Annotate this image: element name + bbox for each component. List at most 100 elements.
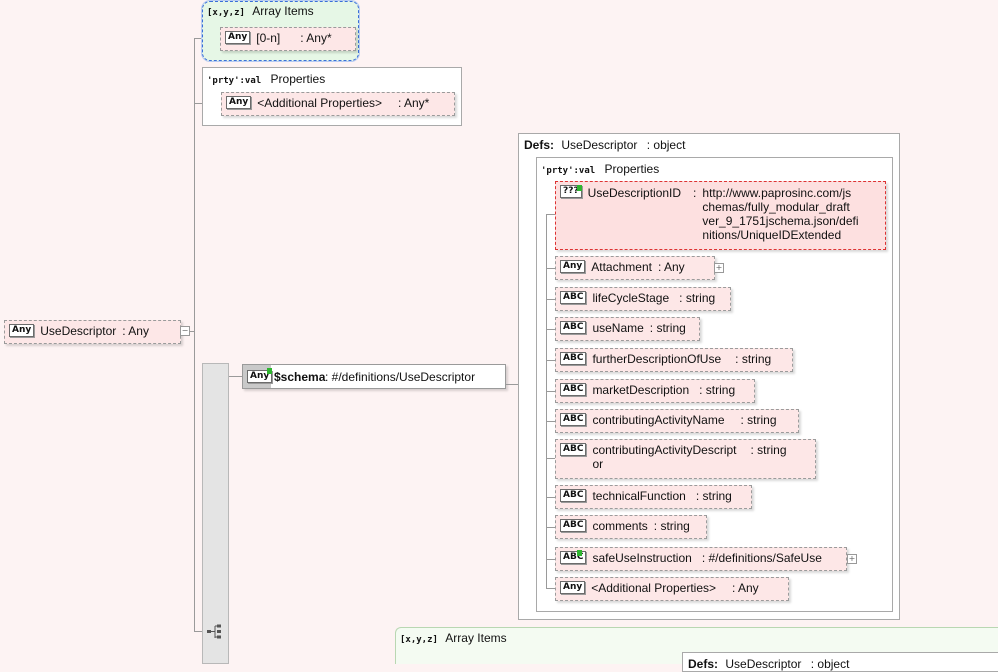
property-type: : string (653, 519, 690, 533)
property-technicalfunction[interactable]: ABC technicalFunction : string (555, 485, 752, 509)
tree-structure-icon[interactable] (207, 624, 223, 640)
property-name: contributingActivityDescript or (592, 443, 737, 471)
property-contributingactivitydescriptor[interactable]: ABC contributingActivityDescript or : st… (555, 439, 816, 479)
sequence-bar (202, 363, 229, 664)
property-type: : #/definitions/SafeUse (701, 551, 822, 565)
properties-title: Properties (604, 162, 660, 176)
properties-top: 'prty':val Properties Any <Additional Pr… (202, 67, 462, 126)
property-type: : string (679, 291, 716, 305)
property-type: : Any (732, 581, 759, 595)
string-type-icon: ABC (560, 519, 587, 532)
connector (186, 331, 195, 332)
array-icon: [x,y,z] (400, 635, 438, 645)
property-name: marketDescription (592, 383, 690, 397)
property-comments[interactable]: ABC comments : string (555, 515, 707, 539)
defs-name: UseDescriptor (561, 138, 638, 152)
expand-icon[interactable]: + (847, 554, 857, 564)
schema-name: $schema (274, 370, 326, 384)
additional-properties-node[interactable]: Any <Additional Properties> : Any* (221, 92, 455, 116)
properties-icon: 'prty':val (207, 76, 262, 86)
array-items-bottom[interactable]: [x,y,z] Array Items Defs: UseDescriptor … (395, 627, 998, 672)
connector (506, 384, 518, 385)
property-marketdescription[interactable]: ABC marketDescription : string (555, 379, 755, 403)
connector (546, 329, 555, 330)
any-type-icon: Any (247, 370, 273, 383)
reference-marker-icon (577, 550, 582, 556)
string-type-icon: ABC (560, 443, 587, 456)
connector (546, 360, 555, 361)
property-safeuseinstruction[interactable]: ABC safeUseInstruction : #/definitions/S… (555, 547, 847, 571)
additional-properties-type: : Any* (398, 96, 430, 110)
property-attachment[interactable]: Any Attachment : Any (555, 256, 715, 280)
string-type-icon: ABC (560, 489, 587, 502)
property-additional-properties[interactable]: Any <Additional Properties> : Any (555, 577, 789, 601)
string-type-icon: ABC (560, 321, 587, 334)
property-name: furtherDescriptionOfUse (592, 352, 722, 366)
property-name: Attachment (591, 260, 652, 274)
root-name: UseDescriptor (40, 324, 117, 338)
connector (546, 391, 555, 392)
connector (194, 631, 202, 632)
reference-marker-icon (577, 185, 582, 191)
array-items-top[interactable]: [x,y,z] Array Items Any [0-n] : Any* (202, 1, 359, 61)
property-name: UseDescriptionID (587, 186, 682, 200)
connector (546, 421, 555, 422)
root-node[interactable]: Any UseDescriptor : Any (4, 320, 181, 344)
connector (229, 376, 243, 377)
string-type-icon: ABC (560, 413, 587, 426)
array-items-title: Array Items (252, 4, 314, 18)
string-type-icon: ABC (560, 551, 587, 564)
unknown-type-icon: ??? (560, 185, 582, 198)
property-contributingactivityname[interactable]: ABC contributingActivityName : string (555, 409, 799, 433)
property-type: : string (750, 443, 787, 457)
string-type-icon: ABC (560, 383, 587, 396)
connector (546, 458, 555, 459)
property-type: : string (740, 413, 777, 427)
defs-type: : object (810, 657, 850, 671)
property-name: <Additional Properties> (591, 581, 716, 595)
connector (546, 299, 555, 300)
string-type-icon: ABC (560, 352, 587, 365)
property-type-value: http://www.paprosinc.com/js chemas/fully… (702, 186, 859, 242)
additional-properties-name: <Additional Properties> (257, 96, 382, 110)
collapse-icon[interactable]: − (180, 326, 190, 336)
string-type-icon: ABC (560, 291, 587, 304)
connector (546, 214, 555, 215)
schema-type: : #/definitions/UseDescriptor (325, 370, 476, 384)
expand-icon[interactable]: + (714, 263, 724, 273)
property-lifecyclestage[interactable]: ABC lifeCycleStage : string (555, 287, 731, 311)
property-usename[interactable]: ABC useName : string (555, 317, 700, 341)
property-name: useName (592, 321, 644, 335)
properties-title: Properties (270, 72, 326, 86)
defs-name: UseDescriptor (725, 657, 802, 671)
array-icon: [x,y,z] (207, 8, 245, 18)
defs-label: Defs: (524, 138, 555, 152)
trunk-connector (194, 38, 195, 632)
connector (546, 559, 555, 560)
property-name: technicalFunction (592, 489, 686, 503)
any-type-icon: Any (560, 260, 586, 273)
connector (546, 497, 555, 498)
property-type: : string (695, 489, 732, 503)
defs-type: : object (646, 138, 686, 152)
connector (546, 268, 555, 269)
property-usedescriptionid[interactable]: ??? UseDescriptionID : http://www.papros… (555, 181, 886, 250)
property-name: contributingActivityName (592, 413, 725, 427)
property-type: : string (735, 352, 772, 366)
schema-node[interactable]: Any $schema : #/definitions/UseDescripto… (242, 364, 506, 389)
connector (546, 588, 555, 589)
property-furtherdescriptionofuse[interactable]: ABC furtherDescriptionOfUse : string (555, 348, 793, 372)
array-item-name: [0-n] (256, 31, 281, 45)
reference-marker-icon (267, 368, 272, 374)
property-type-prefix: : (693, 186, 697, 200)
property-type: : Any (657, 260, 685, 274)
array-item-type: : Any* (300, 31, 332, 45)
property-name: comments (592, 519, 648, 533)
any-type-icon: Any (560, 581, 586, 594)
defs-label: Defs: (688, 657, 719, 671)
properties-icon: 'prty':val (541, 166, 596, 176)
any-type-icon: Any (226, 96, 252, 109)
array-items-title: Array Items (445, 631, 507, 645)
array-item-node[interactable]: Any [0-n] : Any* (220, 27, 356, 51)
defs-usedescriptor-box-bottom: Defs: UseDescriptor : object (682, 652, 998, 672)
